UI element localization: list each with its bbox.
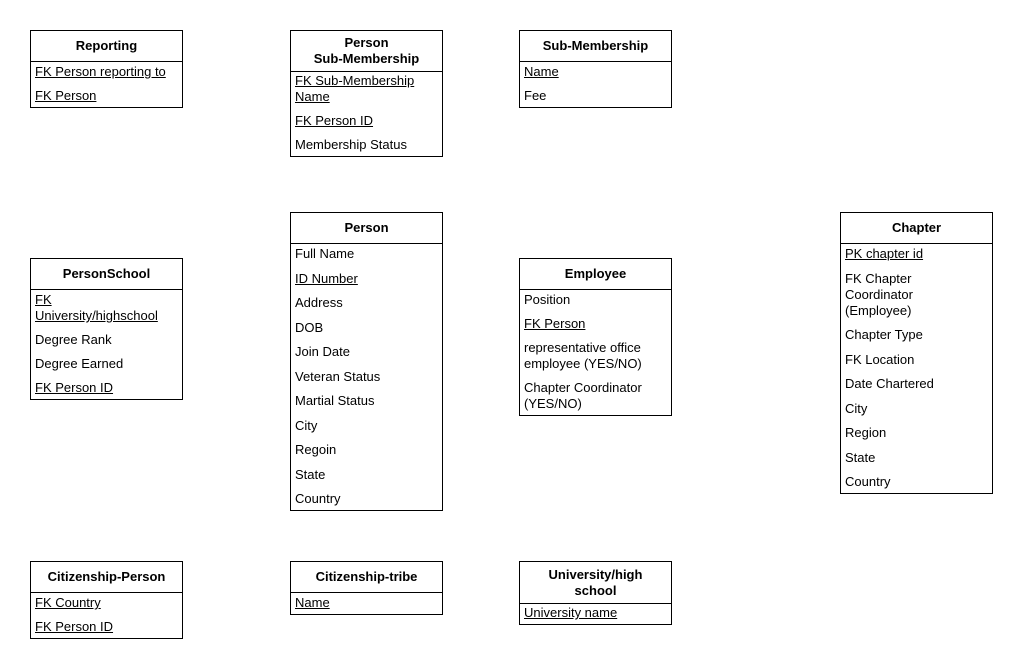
entity-chapter[interactable]: Chapter PK chapter id FK Chapter Coordin… <box>840 212 993 494</box>
entity-person-school[interactable]: PersonSchool FK University/highschool De… <box>30 258 183 400</box>
attribute-fk-university-highschool: FK University/highschool <box>35 292 158 323</box>
attribute-date-chartered: Date Chartered <box>845 376 934 391</box>
attribute-pk-chapter-id: PK chapter id <box>845 246 924 261</box>
attribute-fk-person-reporting-to: FK Person reporting to <box>35 64 166 79</box>
attribute-dob: DOB <box>295 319 324 335</box>
attribute-fk-person: FK Person <box>35 88 97 103</box>
attribute-country: Country <box>295 491 341 506</box>
attribute-fk-person-id: FK Person ID <box>35 619 114 634</box>
attribute-id-number: ID Number <box>295 270 358 286</box>
attribute-regoin: Regoin <box>295 442 337 457</box>
attribute-city: City <box>295 417 318 433</box>
entity-title: Citizenship-Person <box>31 562 182 593</box>
entity-title: Reporting <box>31 31 182 62</box>
entity-title: Sub-Membership <box>520 31 671 62</box>
entity-title: Chapter <box>841 213 992 244</box>
attribute-state: State <box>845 449 876 465</box>
entity-university-high-school[interactable]: University/high school University name <box>519 561 672 625</box>
attribute-fk-chapter-coordinator: FK Chapter Coordinator (Employee) <box>845 270 913 318</box>
entity-title: Citizenship-tribe <box>291 562 442 593</box>
attribute-martial-status: Martial Status <box>295 393 375 408</box>
attribute-list: Name Fee <box>520 62 671 107</box>
attribute-degree-rank: Degree Rank <box>35 332 112 347</box>
attribute-fk-person-id: FK Person ID <box>35 380 114 395</box>
attribute-country: Country <box>845 474 891 489</box>
attribute-list: University name <box>520 604 671 624</box>
attribute-degree-earned: Degree Earned <box>35 356 124 371</box>
attribute-university-name: University name <box>524 605 618 620</box>
attribute-chapter-type: Chapter Type <box>845 327 923 342</box>
attribute-fee: Fee <box>524 88 547 103</box>
entity-title: Employee <box>520 259 671 290</box>
entity-title: Person Sub-Membership <box>291 31 442 72</box>
attribute-position: Position <box>524 292 571 307</box>
entity-person-sub-membership[interactable]: Person Sub-Membership FK Sub-Membership … <box>290 30 443 157</box>
entity-sub-membership[interactable]: Sub-Membership Name Fee <box>519 30 672 108</box>
attribute-fk-person: FK Person <box>524 316 586 331</box>
entity-title: Person <box>291 213 442 244</box>
attribute-list: PK chapter id FK Chapter Coordinator (Em… <box>841 244 992 493</box>
attribute-region: Region <box>845 425 887 440</box>
attribute-list: Name <box>291 593 442 614</box>
attribute-fk-person-id: FK Person ID <box>295 113 374 128</box>
attribute-chapter-coordinator: Chapter Coordinator (YES/NO) <box>524 380 642 411</box>
attribute-list: Full Name ID Number Address DOB Join Dat… <box>291 244 442 510</box>
attribute-membership-status: Membership Status <box>295 137 407 152</box>
attribute-list: FK Sub-Membership Name FK Person ID Memb… <box>291 72 442 156</box>
attribute-list: Position FK Person representative office… <box>520 290 671 415</box>
entity-citizenship-tribe[interactable]: Citizenship-tribe Name <box>290 561 443 615</box>
attribute-state: State <box>295 466 326 482</box>
attribute-fk-sub-membership-name: FK Sub-Membership Name <box>295 73 415 104</box>
attribute-city: City <box>845 400 868 416</box>
entity-title: University/high school <box>520 562 671 604</box>
entity-citizenship-person[interactable]: Citizenship-Person FK Country FK Person … <box>30 561 183 639</box>
entity-employee[interactable]: Employee Position FK Person representati… <box>519 258 672 416</box>
attribute-fk-location: FK Location <box>845 351 915 367</box>
attribute-representative-office-employee: representative office employee (YES/NO) <box>524 340 642 371</box>
attribute-fk-country: FK Country <box>35 595 101 610</box>
attribute-list: FK University/highschool Degree Rank Deg… <box>31 290 182 399</box>
attribute-full-name: Full Name <box>295 246 355 261</box>
attribute-list: FK Country FK Person ID <box>31 593 182 638</box>
entity-person[interactable]: Person Full Name ID Number Address DOB J… <box>290 212 443 511</box>
entity-reporting[interactable]: Reporting FK Person reporting to FK Pers… <box>30 30 183 108</box>
attribute-address: Address <box>295 295 343 310</box>
attribute-veteran-status: Veteran Status <box>295 368 381 384</box>
attribute-list: FK Person reporting to FK Person <box>31 62 182 107</box>
attribute-name: Name <box>524 64 559 79</box>
attribute-name: Name <box>295 595 330 610</box>
entity-title: PersonSchool <box>31 259 182 290</box>
attribute-join-date: Join Date <box>295 344 350 359</box>
